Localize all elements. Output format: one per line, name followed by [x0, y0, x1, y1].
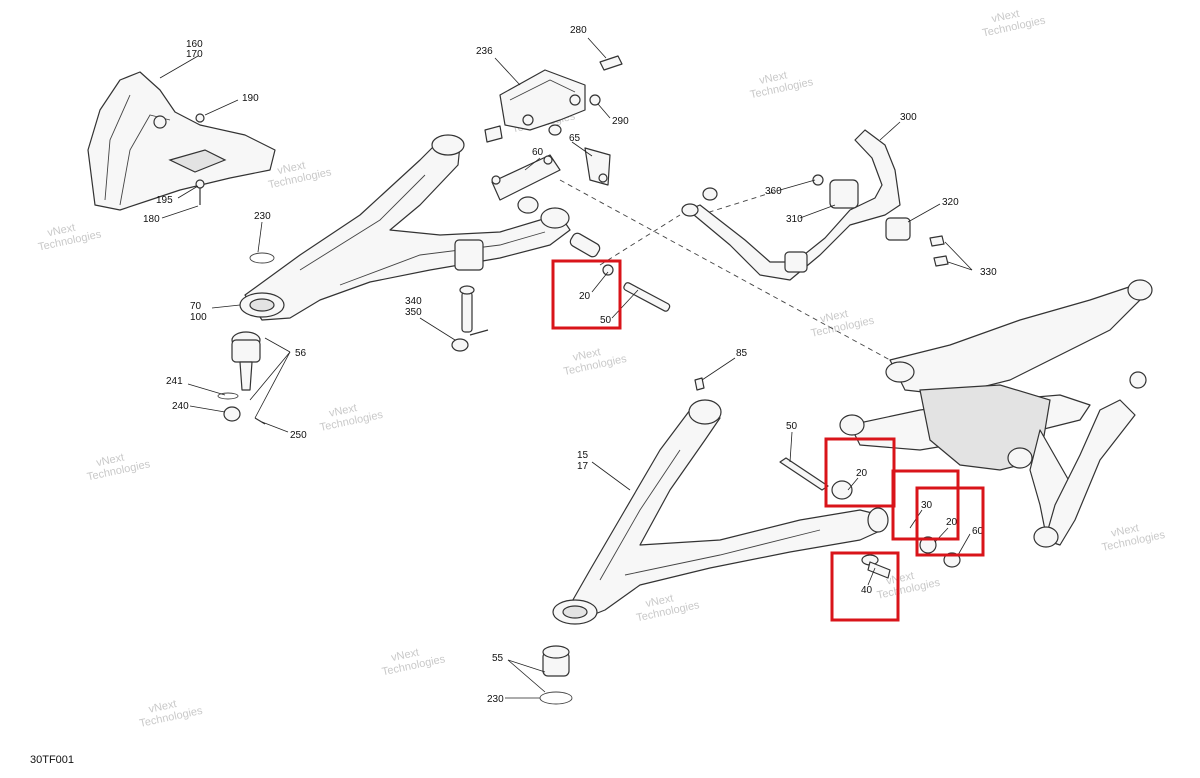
upper-a-arm-left [239, 134, 571, 321]
callout-300: 300 [900, 112, 917, 123]
callout-20-lower-b: 20 [946, 517, 958, 528]
highlight-box-lower-30 [891, 469, 960, 541]
callout-290: 290 [612, 116, 629, 127]
callout-241: 241 [166, 376, 183, 387]
callout-280: 280 [570, 25, 587, 36]
callout-360: 360 [765, 186, 782, 197]
svg-text:vNext: vNext [572, 346, 602, 364]
ball-joint-left [217, 252, 275, 425]
callout-40: 40 [861, 585, 873, 596]
skid-plate [87, 71, 276, 211]
callout-250: 250 [290, 430, 307, 441]
svg-text:vNext: vNext [990, 8, 1020, 26]
callout-160: 160 [186, 39, 203, 50]
svg-text:vNext: vNext [46, 222, 76, 240]
stabilizer-bar [681, 129, 949, 281]
diagram-code: 30TF001 [30, 754, 74, 766]
svg-text:vNext: vNext [328, 402, 358, 420]
highlight-boxes [551, 259, 985, 622]
callout-56: 56 [295, 348, 307, 359]
assembly-lines [559, 179, 891, 361]
callout-240: 240 [172, 401, 189, 412]
svg-text:vNext: vNext [390, 647, 420, 665]
svg-text:vNext: vNext [148, 698, 178, 716]
callout-70: 70 [190, 301, 202, 312]
callout-230-lower: 230 [487, 694, 504, 705]
highlight-box-lower-40 [830, 551, 900, 622]
svg-text:vNext: vNext [758, 69, 788, 87]
callout-230-upper: 230 [254, 211, 271, 222]
callout-60-lower: 60 [972, 526, 984, 537]
callout-330: 330 [980, 267, 997, 278]
highlight-box-lower-20-60 [915, 486, 985, 557]
callout-15: 15 [577, 450, 589, 461]
callout-180: 180 [143, 214, 160, 225]
ball-joint-center [539, 645, 573, 705]
callout-50-lower: 50 [786, 421, 798, 432]
callout-65: 65 [569, 133, 581, 144]
callout-17: 17 [577, 461, 589, 472]
highlight-box-upper-20-50 [551, 259, 622, 330]
callout-100: 100 [190, 312, 207, 323]
callout-55: 55 [492, 653, 504, 664]
callout-60-upper: 60 [532, 147, 544, 158]
callout-320: 320 [942, 197, 959, 208]
callout-350: 350 [405, 307, 422, 318]
svg-text:vNext: vNext [885, 570, 915, 588]
suspension-assembly-right [839, 279, 1153, 548]
svg-text:vNext: vNext [276, 160, 306, 178]
callout-310: 310 [786, 214, 803, 225]
callout-50-upper: 50 [600, 315, 612, 326]
callout-195: 195 [156, 195, 173, 206]
callout-340: 340 [405, 296, 422, 307]
callout-190: 190 [242, 93, 259, 104]
callout-170: 170 [186, 49, 203, 60]
callout-236: 236 [476, 46, 493, 57]
bracket-assembly [484, 55, 671, 312]
callout-30: 30 [921, 500, 933, 511]
leader-lines [159, 37, 973, 699]
callout-labels: 160 170 190 195 180 236 280 290 60 65 23… [143, 25, 997, 705]
sway-link [451, 285, 489, 352]
callout-20-upper: 20 [579, 291, 591, 302]
callout-85: 85 [736, 348, 748, 359]
svg-text:vNext: vNext [819, 308, 849, 326]
svg-text:vNext: vNext [1110, 522, 1140, 540]
callout-20-lower-a: 20 [856, 468, 868, 479]
svg-text:vNext: vNext [644, 592, 674, 610]
lower-a-arm-center [552, 377, 889, 625]
svg-text:vNext: vNext [95, 452, 125, 470]
